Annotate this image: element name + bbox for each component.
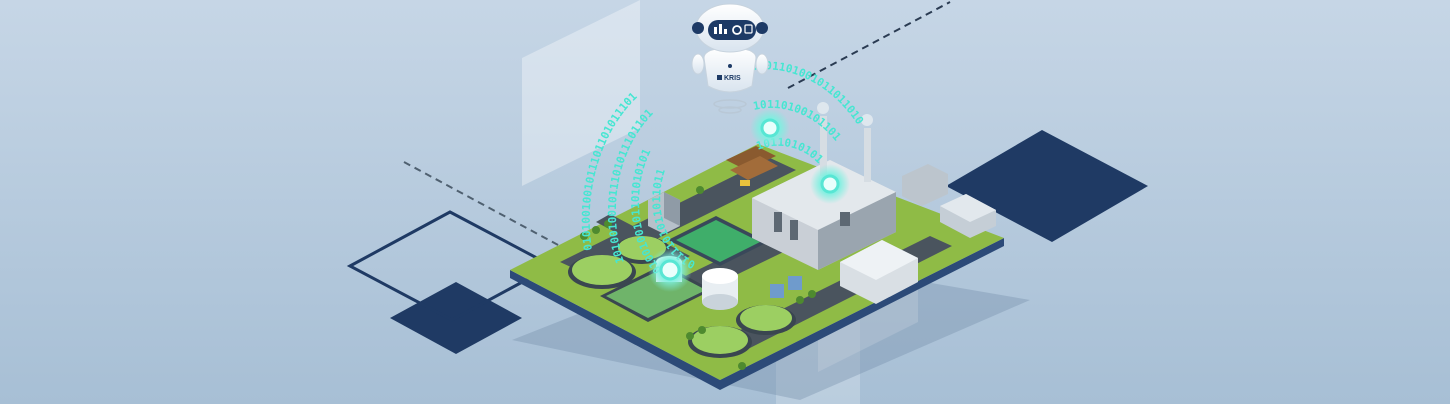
trees [580, 186, 816, 370]
glow-node-2-core [760, 118, 780, 138]
reservoir-water [676, 220, 760, 262]
navy-diamond-right [946, 130, 1148, 242]
robot-mascot: KRIS [691, 3, 769, 114]
office-building [648, 192, 680, 234]
glow-node-3-core [820, 174, 840, 194]
dashed-line-left [403, 161, 561, 247]
treatment-basins [568, 236, 796, 358]
warehouse-right [902, 164, 996, 238]
robot-brand-label: KRIS [724, 75, 741, 82]
substation [840, 240, 918, 304]
glass-panel-left [522, 0, 640, 186]
dashed-line-right [787, 1, 951, 89]
lumber-yard [726, 146, 778, 186]
glow-node-1-core [659, 259, 681, 281]
